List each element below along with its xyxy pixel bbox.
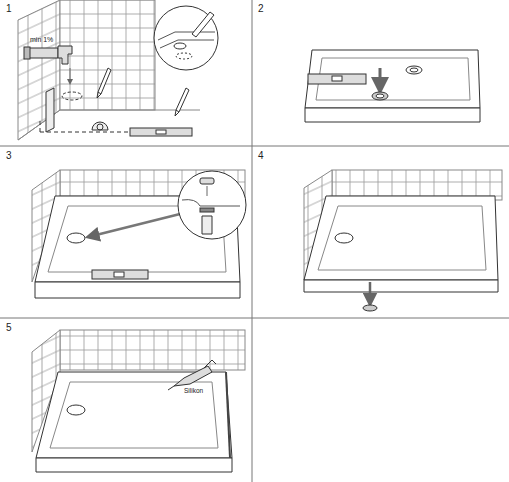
panel-4: [304, 170, 502, 311]
panel-3: [32, 170, 246, 298]
panel-2: [305, 50, 480, 122]
step-number: 1: [6, 4, 12, 14]
material-label: Silikon: [184, 388, 203, 395]
step-number: 2: [258, 4, 264, 14]
panel-5: [32, 330, 245, 472]
step-number: 5: [6, 323, 12, 333]
slope-note: min 1%: [30, 36, 53, 43]
step-number: 3: [6, 151, 12, 161]
step-number: 4: [258, 151, 264, 161]
panel-1: [18, 0, 218, 140]
